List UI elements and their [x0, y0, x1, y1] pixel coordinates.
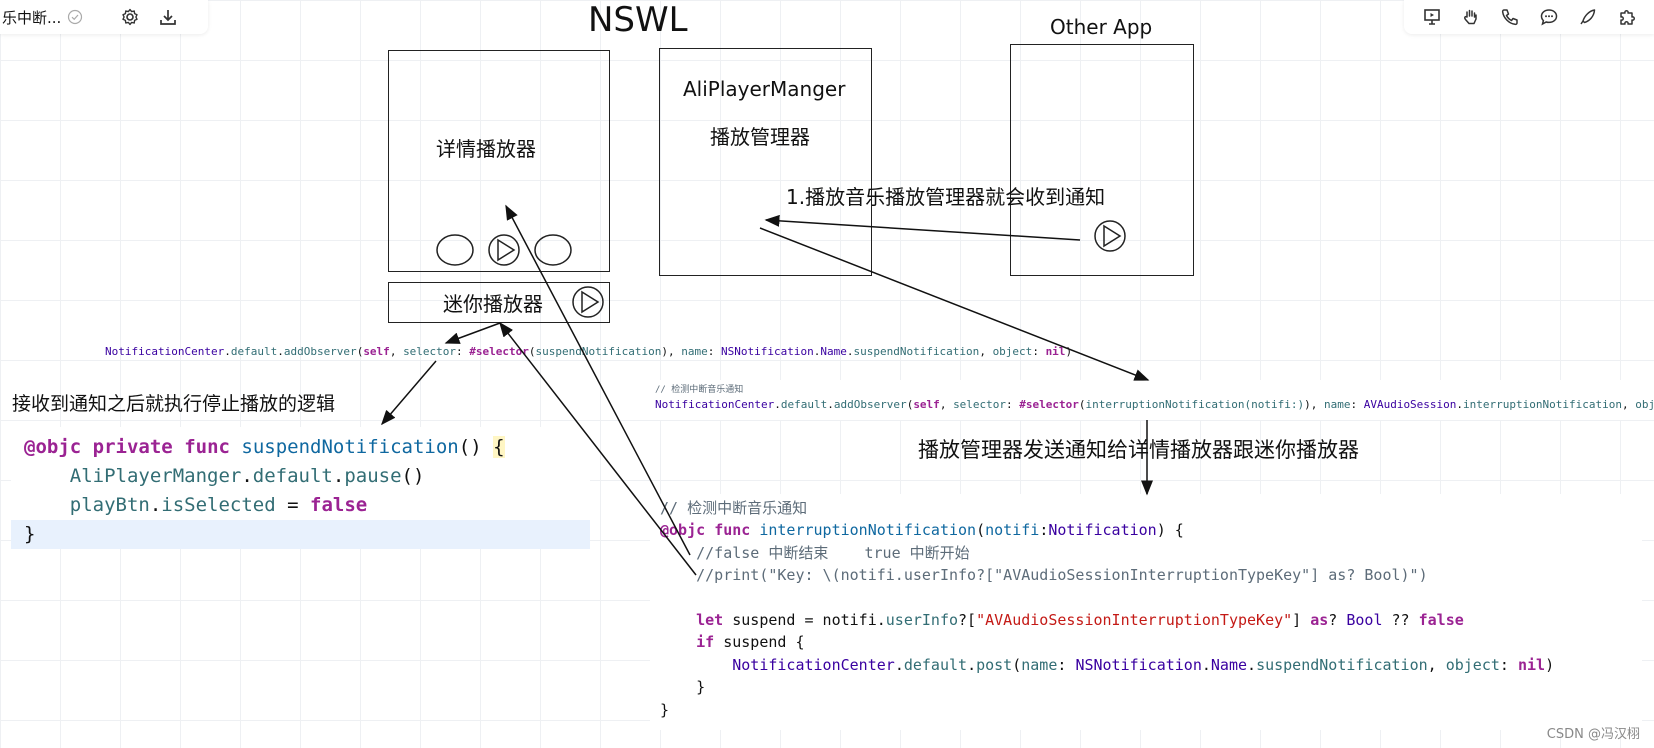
gear-icon — [122, 8, 139, 26]
plugins-button[interactable] — [1614, 4, 1640, 30]
code-line-5: let suspend = notifi.userInfo?["AVAudioS… — [696, 611, 1464, 630]
step1-note: 1.播放音乐播放管理器就会收到通知 — [786, 185, 1106, 209]
watermark: CSDN @冯汉栩 — [1546, 727, 1640, 742]
diagram-title: NSWL — [588, 0, 688, 40]
other-app-title: Other App — [1050, 15, 1153, 39]
code-line-4: } — [11, 520, 590, 549]
code-line-comment: // 检测中断音乐通知 — [660, 499, 808, 517]
manager-label: 播放管理器 — [710, 125, 810, 149]
phone-icon — [1501, 9, 1518, 26]
code-line-2: //false 中断结束 true 中断开始 — [660, 543, 970, 562]
puzzle-icon — [1619, 10, 1635, 25]
detail-player-controls — [436, 234, 572, 266]
collaboration-toolbar — [1404, 0, 1654, 34]
code-line-2: AliPlayerManger.default.pause() — [24, 465, 425, 487]
previous-button-shape — [436, 234, 474, 266]
code-line-7: NotificationCenter.default.post(name: NS… — [732, 655, 1555, 674]
chat-icon — [1540, 9, 1557, 26]
check-circle-icon — [68, 9, 83, 25]
hand-icon — [1463, 9, 1477, 25]
settings-button[interactable] — [117, 4, 143, 30]
arrow-observer-to-suspend-function — [381, 360, 437, 426]
code-line-6: if suspend { — [696, 633, 805, 652]
download-icon — [160, 10, 177, 25]
code-line-3: playBtn.isSelected = false — [24, 494, 368, 516]
detail-player-box[interactable] — [388, 50, 610, 272]
presentation-button[interactable] — [1419, 4, 1445, 30]
call-button[interactable] — [1497, 4, 1523, 30]
manager-name: AliPlayerManger — [683, 77, 846, 101]
interruption-function-code: // 检测中断音乐通知 @objc func interruptionNotifi… — [650, 494, 1642, 730]
code-line-1: @objc private func suspendNotification()… — [24, 436, 505, 458]
play-icon — [488, 234, 520, 266]
document-title[interactable]: 乐中断... — [2, 8, 62, 27]
wave-hand-button[interactable] — [1458, 4, 1484, 30]
play-icon — [1094, 220, 1126, 252]
draw-button[interactable] — [1575, 4, 1601, 30]
comment-button[interactable] — [1536, 4, 1562, 30]
detail-player-label: 详情播放器 — [436, 137, 536, 161]
observer-interrupt-comment: // 检测中断音乐通知 — [655, 385, 744, 395]
code-line-9: } — [660, 700, 670, 719]
code-line-3: //print("Key: \(notifi.userInfo?["AVAudi… — [660, 566, 1428, 585]
code-line-8: } — [660, 678, 706, 697]
presentation-icon — [1423, 9, 1440, 25]
suspend-function-code: @objc private func suspendNotification()… — [11, 427, 590, 549]
arrow-mini-player-to-observer — [444, 322, 501, 344]
code-line-1: @objc func interruptionNotification(noti… — [660, 521, 1184, 540]
download-button[interactable] — [155, 4, 181, 30]
mini-player-label: 迷你播放器 — [443, 292, 543, 316]
play-icon — [572, 286, 604, 318]
observer-suspend-code: NotificationCenter.default.addObserver(s… — [105, 345, 1073, 358]
observer-interrupt-panel — [650, 380, 1642, 420]
observer-interrupt-code: NotificationCenter.default.addObserver(s… — [655, 398, 1654, 411]
document-toolbar: 乐中断... — [0, 0, 208, 34]
code-line-blank — [660, 587, 1642, 609]
next-button-shape — [534, 234, 572, 266]
send-note: 播放管理器发送通知给详情播放器跟迷你播放器 — [918, 438, 1359, 462]
receive-note: 接收到通知之后就执行停止播放的逻辑 — [12, 393, 336, 415]
pen-icon — [1579, 9, 1595, 25]
